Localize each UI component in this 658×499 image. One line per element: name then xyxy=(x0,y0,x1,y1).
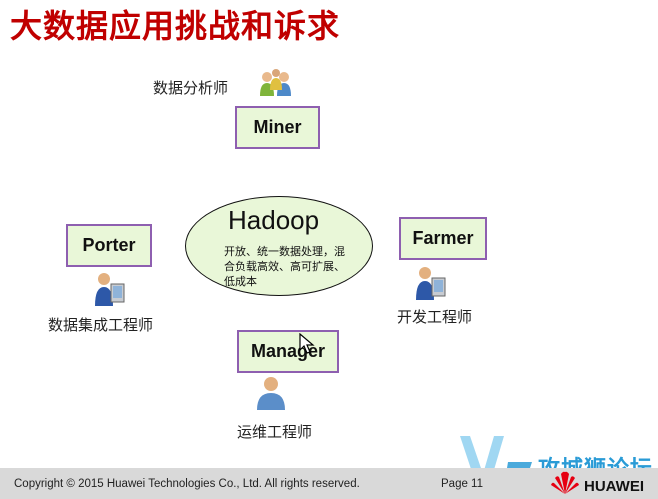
page-number: Page 11 xyxy=(441,478,483,490)
footer-bar xyxy=(0,468,658,499)
huawei-logo-icon xyxy=(551,471,579,494)
hadoop-ellipse xyxy=(185,196,373,296)
group-of-people-icon xyxy=(260,69,291,96)
farmer-node: Farmer xyxy=(399,217,487,260)
person-at-computer-icon xyxy=(95,273,125,306)
manager-role-label: 运维工程师 xyxy=(237,423,313,441)
miner-node: Miner xyxy=(235,106,320,149)
manager-node: Manager xyxy=(237,330,339,373)
miner-role-label: 数据分析师 xyxy=(153,79,229,97)
porter-role-label: 数据集成工程师 xyxy=(48,316,154,334)
farmer-node-label: Farmer xyxy=(412,228,474,248)
copyright-text: Copyright © 2015 Huawei Technologies Co.… xyxy=(14,478,360,490)
porter-node: Porter xyxy=(66,224,152,267)
porter-node-label: Porter xyxy=(82,235,136,255)
slide-title: 大数据应用挑战和诉求 xyxy=(10,7,341,45)
hadoop-description: 开放、统一数据处理，混合负载高效、高可扩展、低成本 xyxy=(224,245,345,288)
mouse-cursor-icon xyxy=(299,333,315,354)
farmer-role-label: 开发工程师 xyxy=(397,308,473,326)
huawei-brand-text: HUAWEI xyxy=(584,478,644,495)
person-icon xyxy=(257,377,285,410)
hadoop-title: Hadoop xyxy=(228,205,320,235)
person-at-computer-icon xyxy=(416,267,446,300)
miner-node-label: Miner xyxy=(253,117,302,137)
